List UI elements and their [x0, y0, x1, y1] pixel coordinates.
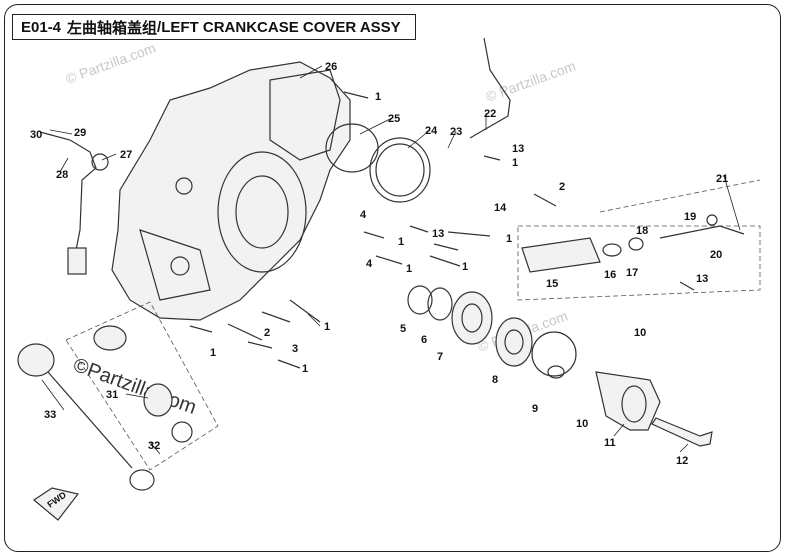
callout-21: 21	[716, 173, 728, 185]
oil-filter-kit-box	[517, 179, 761, 301]
callout-1: 1	[512, 157, 518, 169]
callout-22: 22	[484, 108, 496, 120]
callout-33: 33	[44, 409, 56, 421]
callout-25: 25	[388, 113, 400, 125]
callout-1: 1	[375, 91, 381, 103]
callout-4: 4	[360, 209, 367, 221]
callout-10: 10	[576, 418, 588, 430]
seals-and-bearings	[407, 285, 661, 431]
callout-13: 13	[432, 228, 444, 240]
callout-7: 7	[437, 351, 443, 363]
callout-23: 23	[450, 126, 462, 138]
callout-2: 2	[264, 327, 270, 339]
callout-17: 17	[626, 267, 638, 279]
callout-27: 27	[120, 149, 132, 161]
callout-1: 1	[462, 261, 468, 273]
callout-12: 12	[676, 455, 688, 467]
title-english: /LEFT CRANKCASE COVER ASSY	[157, 18, 401, 36]
callout-4: 4	[366, 258, 373, 270]
callout-9: 9	[532, 403, 538, 415]
callout-15: 15	[546, 278, 558, 290]
callout-32: 32	[148, 440, 160, 452]
callout-19: 19	[684, 211, 696, 223]
callout-24: 24	[425, 125, 438, 137]
callout-2: 2	[559, 181, 565, 193]
callout-20: 20	[710, 249, 722, 261]
callout-1: 1	[324, 321, 330, 333]
callout-6: 6	[421, 334, 427, 346]
callout-13: 13	[696, 273, 708, 285]
leader-lines	[41, 65, 741, 455]
callout-13: 13	[512, 143, 524, 155]
callout-5: 5	[400, 323, 406, 335]
watermark-1: © Partzilla.com	[64, 40, 158, 87]
dipstick-kit	[17, 301, 219, 491]
callout-1: 1	[506, 233, 512, 245]
callout-29: 29	[74, 127, 86, 139]
callout-16: 16	[604, 269, 616, 281]
crankcase-cover	[111, 61, 351, 321]
callouts: 26 1 25 22 24 23 13 1 30 29 27 28 2 21 1…	[30, 61, 728, 467]
callout-1: 1	[210, 347, 216, 359]
callout-1: 1	[302, 363, 308, 375]
callout-10: 10	[634, 327, 646, 339]
fwd-arrow: FWD	[32, 487, 80, 521]
sensor-assembly	[39, 131, 109, 275]
diagram-title: E01-4 左曲轴箱盖组 /LEFT CRANKCASE COVER ASSY	[12, 14, 416, 40]
title-chinese: 左曲轴箱盖组	[67, 19, 158, 37]
main-watermark: ©Partzilla.com	[70, 354, 199, 419]
callout-3: 3	[292, 343, 298, 355]
callout-14: 14	[494, 202, 507, 214]
breather-hose	[469, 37, 511, 139]
callout-31: 31	[106, 389, 118, 401]
bolts	[189, 91, 713, 447]
callout-11: 11	[604, 437, 616, 449]
title-code: E01-4	[21, 18, 62, 36]
callout-8: 8	[492, 374, 498, 386]
gasket-24	[369, 137, 431, 203]
callout-28: 28	[56, 169, 68, 181]
callout-1: 1	[406, 263, 412, 275]
diagram-frame	[4, 4, 781, 552]
callout-18: 18	[636, 225, 648, 237]
callout-30: 30	[30, 129, 42, 141]
callout-1: 1	[398, 236, 404, 248]
callout-26: 26	[325, 61, 337, 73]
